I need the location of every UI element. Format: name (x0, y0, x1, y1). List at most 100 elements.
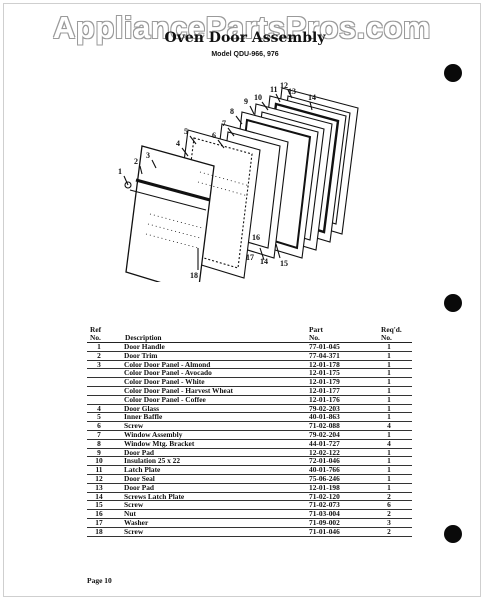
row-description: Screw (124, 421, 144, 431)
callout-2: 2 (134, 157, 138, 166)
table-row: 14 Screws Latch Plate 71-02-120 2 (87, 491, 412, 502)
row-ref: 7 (97, 429, 101, 439)
row-description: Nut (124, 509, 136, 519)
callout-13: 13 (288, 87, 296, 96)
row-part-number: 71-02-088 (309, 421, 340, 431)
row-description: Latch Plate (124, 465, 161, 475)
row-quantity: 1 (387, 385, 391, 395)
row-description: Color Door Panel - White (124, 377, 205, 387)
callout-3: 3 (146, 151, 150, 160)
callout-8: 8 (230, 107, 234, 116)
row-description: Inner Baffle (124, 412, 163, 422)
row-ref: 15 (95, 500, 103, 510)
row-part-number: 77-04-371 (309, 350, 340, 360)
callout-16: 16 (252, 233, 260, 242)
model-subtitle: Model QDU-966, 976 (211, 51, 279, 58)
header-description: Description (125, 333, 162, 342)
page-title: Oven Door Assembly (164, 30, 326, 46)
row-quantity: 4 (387, 438, 391, 448)
row-ref: 12 (95, 473, 103, 483)
row-ref: 17 (95, 517, 103, 527)
row-part-number: 40-01-766 (309, 465, 340, 475)
callout-15: 15 (280, 259, 288, 268)
row-ref: 2 (97, 350, 101, 360)
row-quantity: 1 (387, 473, 391, 483)
row-part-number: 79-02-204 (309, 429, 340, 439)
row-description: Washer (124, 517, 149, 527)
row-ref: 4 (97, 403, 101, 413)
row-description: Screws Latch Plate (124, 491, 185, 501)
row-description: Door Glass (124, 403, 159, 413)
row-ref: 8 (97, 438, 101, 448)
row-description: Door Trim (124, 350, 158, 360)
row-quantity: 1 (387, 377, 391, 387)
row-quantity: 1 (387, 412, 391, 422)
row-description: Screw (124, 526, 144, 536)
watermark: AppliancePartsPros.com (53, 10, 431, 45)
table-row: 2 Door Trim 77-04-371 1 (87, 352, 412, 361)
row-description: Door Pad (124, 482, 155, 492)
row-ref: 9 (97, 447, 101, 457)
row-ref: 16 (95, 509, 103, 519)
row-quantity: 1 (387, 342, 391, 351)
row-quantity: 1 (387, 350, 391, 360)
row-part-number: 12-01-176 (309, 394, 340, 404)
row-quantity: 2 (387, 491, 391, 501)
callout-14: 14 (308, 93, 316, 102)
row-part-number: 71-09-002 (309, 517, 340, 527)
row-part-number: 40-01-863 (309, 412, 340, 422)
row-part-number: 72-01-046 (309, 456, 340, 466)
row-quantity: 1 (387, 394, 391, 404)
row-quantity: 4 (387, 421, 391, 431)
row-description: Door Pad (124, 447, 155, 457)
table-header: Ref No. Description Part No. Req'd. No. (87, 326, 412, 342)
row-part-number: 12-01-198 (309, 482, 340, 492)
page-border (3, 3, 481, 597)
header-part-no: No. (309, 333, 320, 342)
row-part-number: 71-02-073 (309, 500, 340, 510)
row-ref: 3 (97, 359, 101, 369)
row-description: Color Door Panel - Harvest Wheat (124, 385, 233, 395)
row-part-number: 71-02-120 (309, 491, 340, 501)
row-part-number: 12-02-122 (309, 447, 340, 457)
row-description: Window Mtg. Bracket (124, 438, 195, 448)
row-part-number: 12-01-175 (309, 368, 340, 378)
row-quantity: 1 (387, 368, 391, 378)
page-number: Page 10 (87, 576, 112, 585)
binder-hole-bottom (444, 525, 462, 543)
callout-5: 5 (184, 127, 188, 136)
row-part-number: 12-01-177 (309, 385, 340, 395)
header-req: Req'd. (381, 325, 402, 334)
row-description: Color Door Panel - Coffee (124, 394, 206, 404)
callout-17: 17 (246, 253, 254, 262)
row-quantity: 1 (387, 465, 391, 475)
row-ref: 1 (97, 342, 101, 351)
row-quantity: 1 (387, 429, 391, 439)
binder-hole-top (444, 64, 462, 82)
callout-12: 12 (280, 82, 288, 90)
row-ref: 14 (95, 491, 103, 501)
callout-14b: 14 (260, 257, 268, 266)
row-quantity: 1 (387, 359, 391, 369)
callout-6: 6 (212, 131, 216, 140)
callout-9: 9 (244, 97, 248, 106)
row-part-number: 75-06-246 (309, 473, 340, 483)
row-description: Color Door Panel - Almond (124, 359, 211, 369)
callout-7: 7 (222, 119, 226, 128)
row-ref: 10 (95, 456, 103, 466)
row-part-number: 12-01-179 (309, 377, 340, 387)
row-ref: 13 (95, 482, 103, 492)
row-description: Door Handle (124, 342, 165, 351)
